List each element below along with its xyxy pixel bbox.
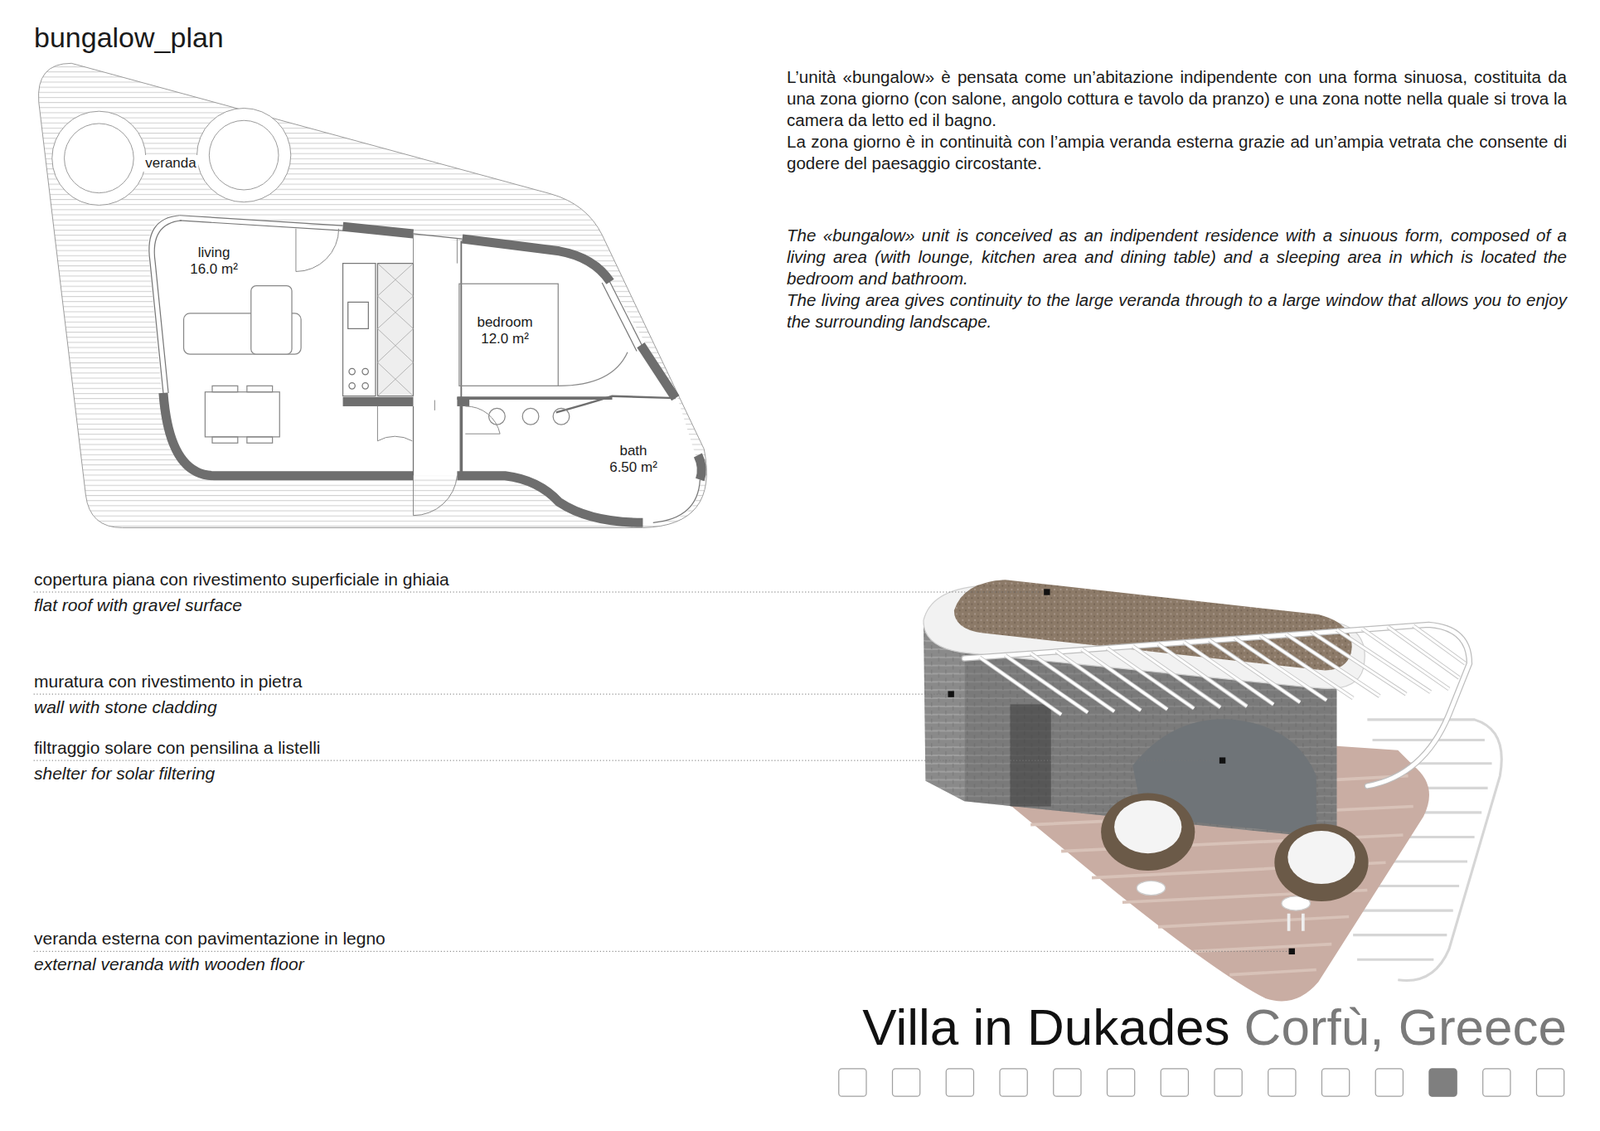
description-paragraph: The living area gives continuity to the … — [786, 289, 1567, 333]
callout-translation: external veranda with wooden floor — [33, 953, 305, 975]
callout-text: veranda esterna con pavimentazione in le… — [33, 927, 386, 949]
room-label: bath — [619, 442, 647, 460]
callout-text: copertura piana con rivestimento superfi… — [33, 568, 450, 590]
description-paragraph: La zona giorno è in continuità con l’amp… — [786, 130, 1567, 175]
callout-translation: wall with stone cladding — [33, 696, 218, 718]
room-label: veranda — [142, 155, 199, 172]
description-paragraph: L’unità «bungalow» è pensata come un’abi… — [786, 66, 1567, 131]
room-label: bedroom — [476, 314, 533, 331]
callout-text: filtraggio solare con pensilina a listel… — [33, 736, 321, 758]
project-title: Villa in Dukades — [862, 997, 1230, 1057]
description-paragraph: The «bungalow» unit is conceived as an i… — [786, 224, 1567, 290]
bungalow-rendering — [923, 579, 1502, 1001]
page-indicator — [838, 1068, 1565, 1096]
callout-translation: shelter for solar filtering — [33, 762, 215, 784]
callout-translation: flat roof with gravel surface — [33, 594, 243, 616]
callout-text: muratura con rivestimento in pietra — [33, 670, 302, 692]
project-title-row: Villa in DukadesCorfù, Greece — [862, 997, 1567, 1057]
sheet-title: bungalow_plan — [33, 21, 224, 54]
room-area: 16.0 m² — [189, 261, 238, 278]
project-location: Corfù, Greece — [1244, 997, 1567, 1057]
room-area: 12.0 m² — [480, 330, 529, 348]
floor-plan — [38, 63, 707, 528]
room-area: 6.50 m² — [609, 459, 658, 476]
room-label: living — [198, 244, 231, 262]
leader-lines — [33, 588, 1295, 955]
